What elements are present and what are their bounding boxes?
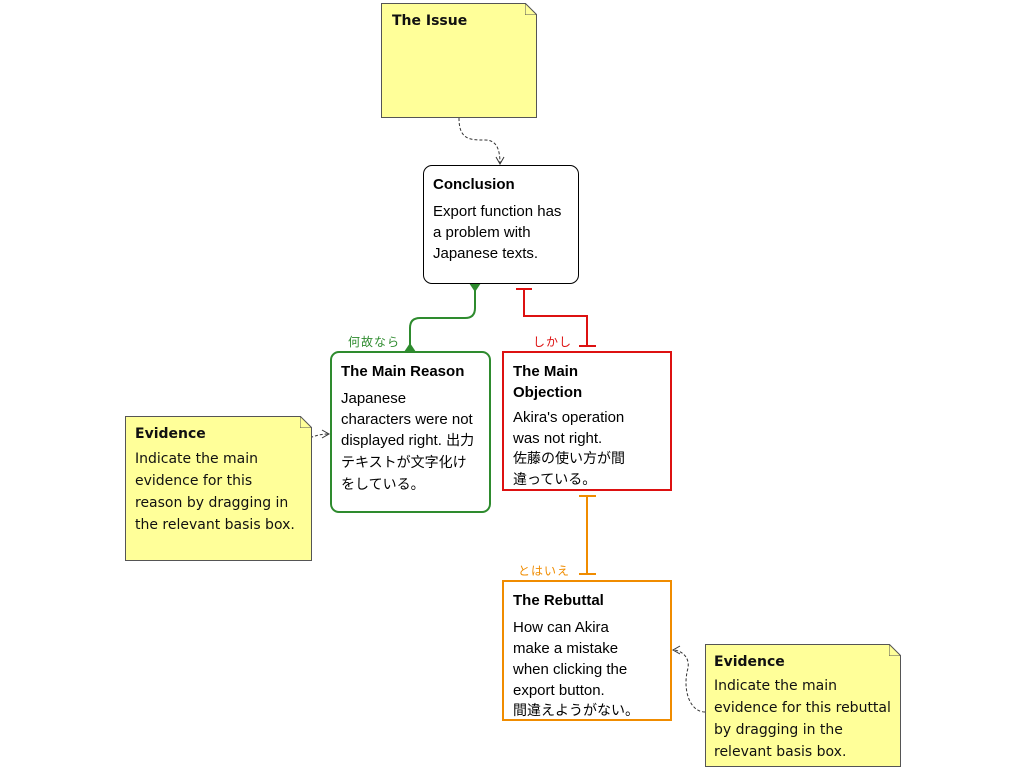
folded-corner-icon xyxy=(525,3,537,15)
main-reason-text-en: Japanese characters were not displayed r… xyxy=(341,390,473,449)
main-objection-text-jp: 佐藤の使い方が間違っている。 xyxy=(513,451,625,488)
rebuttal-connector-label: とはいえ xyxy=(518,564,571,578)
evidence-rebuttal-text: Indicate the main evidence for this rebu… xyxy=(714,678,891,760)
main-objection-text-en: Akira's operation was not right. xyxy=(513,409,625,447)
reason-connector-head-top xyxy=(469,283,481,292)
evidence-reason-text: Indicate the main evidence for this reas… xyxy=(135,451,295,533)
issue-title: The Issue xyxy=(392,13,468,29)
reason-connector-head-bottom xyxy=(404,343,416,352)
objection-connector-label: しかし xyxy=(533,335,573,349)
rebuttal-text: How can Akira make a mistake when clicki… xyxy=(513,617,661,722)
rebuttal-title: The Rebuttal xyxy=(513,592,604,609)
objection-connector xyxy=(523,289,588,346)
main-reason-text-jp: 出力テキストが文字化けをしている。 xyxy=(341,433,475,493)
reason-connector-label: 何故なら xyxy=(348,335,401,349)
issue-to-conclusion-connector xyxy=(458,117,505,166)
main-reason-box[interactable]: The Main Reason Japanese characters were… xyxy=(330,351,491,513)
rebuttal-text-en: How can Akira make a mistake when clicki… xyxy=(513,619,628,699)
reason-connector xyxy=(409,284,476,351)
conclusion-box[interactable]: Conclusion Export function has a problem… xyxy=(423,165,579,284)
conclusion-title: Conclusion xyxy=(433,176,515,193)
main-objection-text: Akira's operation was not right. 佐藤の使い方が… xyxy=(513,407,661,491)
main-reason-text: Japanese characters were not displayed r… xyxy=(341,388,480,496)
folded-corner-icon xyxy=(889,644,901,656)
conclusion-text: Export function has a problem with Japan… xyxy=(433,203,562,262)
main-objection-title: The Main Objection xyxy=(513,363,583,401)
folded-corner-icon xyxy=(300,416,312,428)
main-reason-title: The Main Reason xyxy=(341,363,465,380)
evidence-reason-title: Evidence xyxy=(135,426,206,442)
issue-note[interactable]: The Issue xyxy=(381,3,537,118)
evidence-rebuttal-note[interactable]: Evidence Indicate the main evidence for … xyxy=(705,644,901,767)
rebuttal-text-jp: 間違えようがない。 xyxy=(513,703,639,719)
evidence-rebuttal-title: Evidence xyxy=(714,654,785,670)
evidence-rebuttal-connector xyxy=(671,645,706,713)
evidence-reason-note[interactable]: Evidence Indicate the main evidence for … xyxy=(125,416,312,561)
rebuttal-box[interactable]: The Rebuttal How can Akira make a mistak… xyxy=(502,580,672,721)
main-objection-box[interactable]: The Main Objection Akira's operation was… xyxy=(502,351,672,491)
